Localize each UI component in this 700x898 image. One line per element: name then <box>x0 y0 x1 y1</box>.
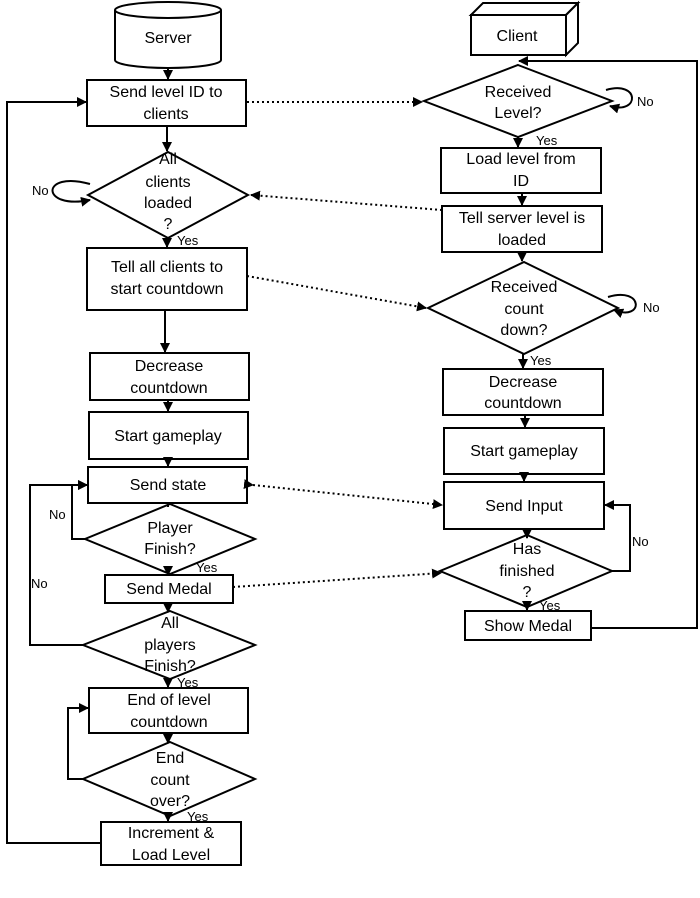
server-decrease-node: Decrease countdown <box>89 352 250 401</box>
server-end-over-decision: End count over? <box>80 740 258 818</box>
server-all-finish-decision: All players Finish? <box>80 609 258 681</box>
server-start-gameplay-node: Start gameplay <box>88 411 249 460</box>
client-start-gameplay-label: Start gameplay <box>470 443 578 460</box>
server-tell-countdown-label-1: Tell all clients to <box>111 259 223 276</box>
label-yes-has-finished: Yes <box>539 598 561 613</box>
server-end-countdown-node: End of level countdown <box>88 687 249 734</box>
edge-show-medal-to-received-level <box>518 56 698 629</box>
server-send-level-label-2: clients <box>143 106 188 123</box>
client-show-medal-label: Show Medal <box>484 618 572 635</box>
edge-end-over-no-loop <box>67 703 89 780</box>
edge-received-countdown-no-loop <box>607 294 637 318</box>
client-received-countdown-label-3: down? <box>500 322 547 339</box>
server-end-over-label-1: End <box>156 750 184 767</box>
client-tell-loaded-label-2: loaded <box>498 232 546 249</box>
client-start-node: Client <box>468 0 581 58</box>
client-flow-arrows <box>513 56 698 629</box>
label-no-player-finish: No <box>49 507 66 522</box>
client-has-finished-label-3: ? <box>523 584 532 601</box>
client-decrease-label-2: countdown <box>484 395 561 412</box>
client-load-level-label-1: Load level from <box>466 151 575 168</box>
server-player-finish-decision: Player Finish? <box>82 502 258 576</box>
edge-all-finish-no-loop <box>29 480 88 646</box>
client-received-countdown-decision: Received count down? <box>425 260 621 356</box>
label-yes-all-loaded: Yes <box>177 233 199 248</box>
server-all-loaded-decision: All clients loaded ? <box>85 150 251 240</box>
client-has-finished-label-1: Has <box>513 541 541 558</box>
server-all-finish-label-1: All <box>161 615 179 632</box>
label-yes-player-finish: Yes <box>196 560 218 575</box>
server-tell-countdown-label-2: start countdown <box>111 281 224 298</box>
server-send-medal-label: Send Medal <box>126 581 211 598</box>
client-tell-loaded-node: Tell server level is loaded <box>441 205 603 253</box>
server-all-loaded-label-2: clients <box>145 174 190 191</box>
server-all-loaded-label-1: All <box>159 151 177 168</box>
server-decrease-label-2: countdown <box>130 380 207 397</box>
message-arrows <box>232 97 443 588</box>
client-load-level-label-2: ID <box>513 173 529 190</box>
server-increment-label-2: Load Level <box>132 847 210 864</box>
server-all-loaded-label-3: loaded <box>144 195 192 212</box>
server-end-countdown-label-1: End of level <box>127 692 211 709</box>
server-all-finish-label-3: Finish? <box>144 658 196 675</box>
client-received-level-decision: Received Level? <box>421 63 615 139</box>
label-yes-end-over: Yes <box>187 809 209 824</box>
server-start-gameplay-label: Start gameplay <box>114 428 222 445</box>
client-received-level-label-2: Level? <box>494 105 541 122</box>
server-player-finish-label-2: Finish? <box>144 541 196 558</box>
edge-received-level-no-loop <box>605 87 633 114</box>
client-tell-loaded-label-1: Tell server level is <box>459 210 585 227</box>
client-has-finished-decision: Has finished ? <box>437 533 615 609</box>
message-level-loaded <box>250 190 443 211</box>
server-send-state-label: Send state <box>130 477 207 494</box>
client-received-countdown-label-2: count <box>504 301 544 318</box>
client-load-level-node: Load level from ID <box>440 147 602 194</box>
label-yes-all-finish: Yes <box>177 675 199 690</box>
server-end-over-label-2: count <box>150 772 190 789</box>
label-no-received-countdown: No <box>643 300 660 315</box>
label-no-all-loaded: No <box>32 183 49 198</box>
message-start-countdown <box>246 275 427 312</box>
server-send-level-label-1: Send level ID to <box>110 84 223 101</box>
label-no-has-finished: No <box>632 534 649 549</box>
server-send-state-node: Send state <box>87 466 248 504</box>
label-yes-received-countdown: Yes <box>530 353 552 368</box>
label-yes-received-level: Yes <box>536 133 558 148</box>
edge-has-finished-no-loop <box>604 500 631 572</box>
message-medal <box>232 568 442 588</box>
client-send-input-node: Send Input <box>443 481 605 530</box>
server-end-over-label-3: over? <box>150 793 190 810</box>
client-show-medal-node: Show Medal <box>464 610 592 641</box>
server-send-level-node: Send level ID to clients <box>86 79 247 127</box>
label-no-received-level: No <box>637 94 654 109</box>
edge-increment-to-send-level <box>6 97 101 844</box>
client-received-countdown-label-1: Received <box>491 279 558 296</box>
edge-all-loaded-no-loop <box>51 180 91 207</box>
edge-player-finish-no-loop <box>71 480 88 540</box>
client-received-level-label-1: Received <box>485 84 552 101</box>
message-state-input <box>243 479 443 510</box>
server-start-label: Server <box>144 30 192 47</box>
server-increment-node: Increment & Load Level <box>100 821 242 866</box>
client-start-label: Client <box>497 28 538 45</box>
server-send-medal-node: Send Medal <box>104 574 234 604</box>
server-flow-arrows <box>6 68 173 844</box>
client-has-finished-label-2: finished <box>499 563 554 580</box>
client-decrease-label-1: Decrease <box>489 374 558 391</box>
server-all-finish-label-2: players <box>144 637 196 654</box>
server-end-countdown-label-2: countdown <box>130 714 207 731</box>
client-start-gameplay-node: Start gameplay <box>443 427 605 475</box>
server-start-node: Server <box>114 1 222 69</box>
server-decrease-label-1: Decrease <box>135 358 204 375</box>
client-decrease-node: Decrease countdown <box>442 368 604 416</box>
server-tell-countdown-node: Tell all clients to start countdown <box>86 247 248 311</box>
server-all-loaded-label-4: ? <box>164 216 173 233</box>
edge-labels: No Yes No Yes No Yes Yes No Yes No Yes N… <box>31 94 660 824</box>
server-player-finish-label-1: Player <box>147 520 193 537</box>
label-no-all-finish: No <box>31 576 48 591</box>
server-increment-label-1: Increment & <box>128 825 215 842</box>
client-send-input-label: Send Input <box>485 498 563 515</box>
